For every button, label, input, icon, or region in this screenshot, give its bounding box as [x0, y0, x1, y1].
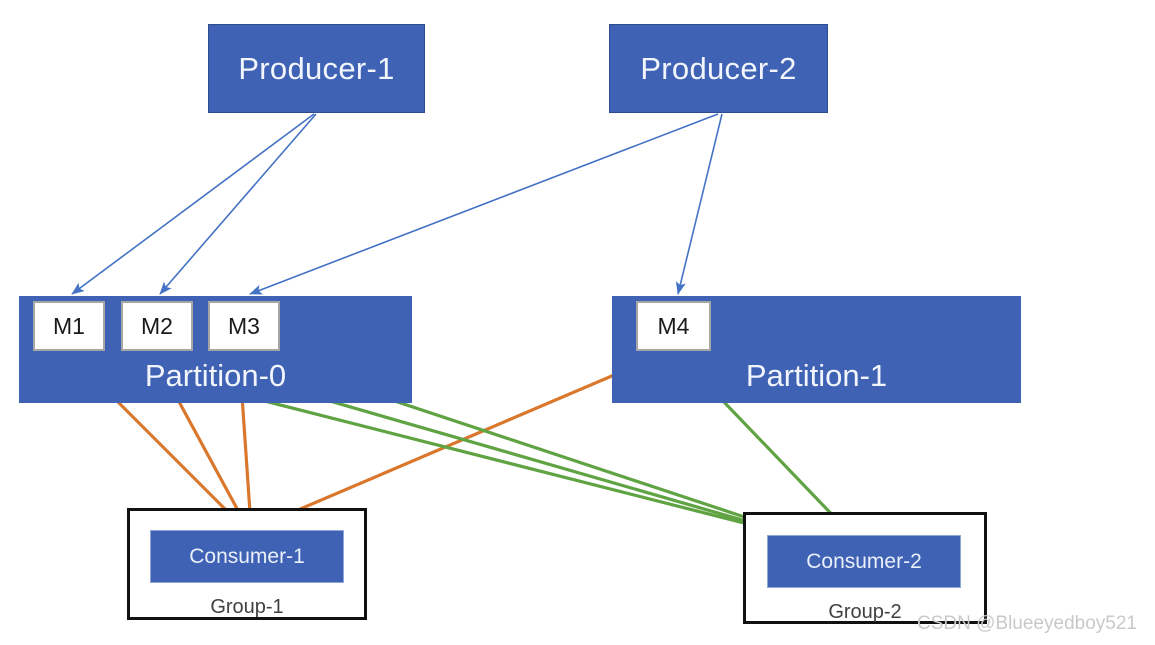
group-label: Group-1 [210, 596, 284, 618]
message-label: M3 [228, 312, 260, 339]
message-box-m4[interactable]: M4 [636, 301, 711, 351]
message-label: M1 [53, 312, 85, 339]
partition-label: Partition-0 [144, 358, 287, 393]
consumer-label: Consumer-1 [189, 544, 305, 568]
message-box-m3[interactable]: M3 [208, 301, 280, 351]
consumer-box-consumer-2[interactable]: Consumer-2 [767, 535, 961, 588]
arrow-producer-2-to-m4 [675, 113, 723, 295]
producer-box-producer-1[interactable]: Producer-1 [208, 24, 425, 113]
message-box-m1[interactable]: M1 [33, 301, 105, 351]
producer-box-producer-2[interactable]: Producer-2 [609, 24, 828, 113]
csdn-watermark: CSDN @Blueeyedboy521 [917, 613, 1137, 634]
arrow-producer-1-to-m2 [159, 113, 317, 295]
producer-label: Producer-2 [640, 50, 797, 86]
consumer-label: Consumer-2 [806, 549, 922, 573]
arrow-producer-1-to-m1 [71, 113, 315, 295]
partition-label: Partition-1 [745, 358, 888, 393]
message-label: M2 [141, 312, 173, 339]
consumer-box-consumer-1[interactable]: Consumer-1 [150, 530, 344, 583]
group-label: Group-2 [828, 601, 902, 623]
message-box-m2[interactable]: M2 [121, 301, 193, 351]
producer-to-partition-arrows [71, 113, 723, 295]
message-label: M4 [657, 312, 690, 339]
producer-label: Producer-1 [238, 50, 395, 86]
arrow-producer-2-to-m3 [249, 113, 719, 295]
